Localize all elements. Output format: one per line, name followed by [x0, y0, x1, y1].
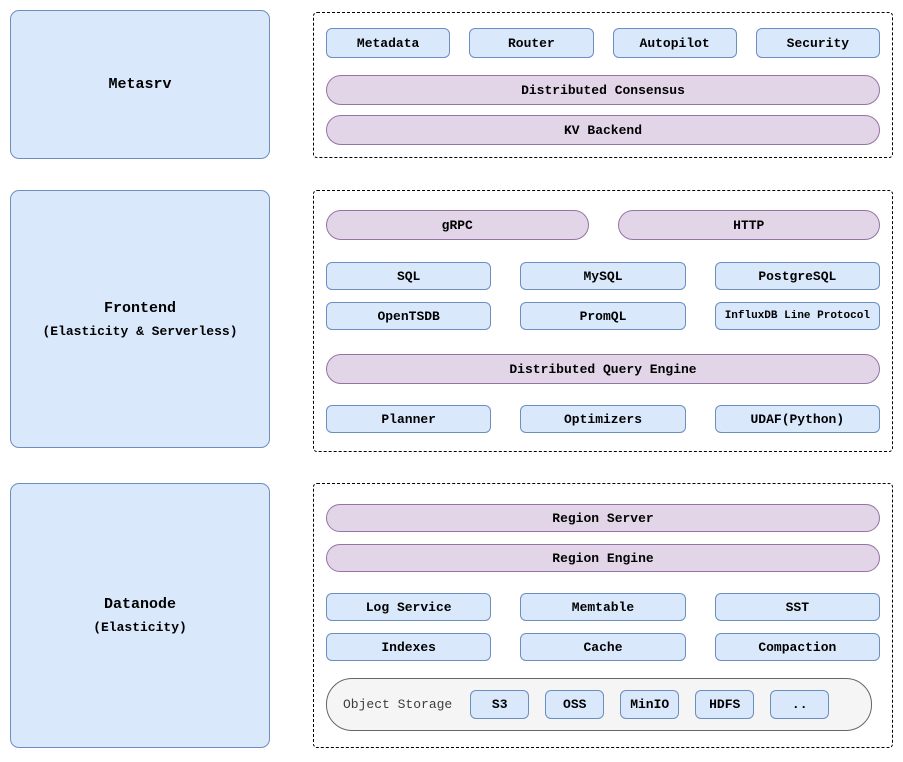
- metasrv-panel: Metadata Router Autopilot Security Distr…: [313, 12, 893, 158]
- chip-sst: SST: [714, 593, 880, 621]
- chip-minio: MinIO: [620, 690, 680, 719]
- chip-memtable: Memtable: [520, 593, 686, 621]
- metasrv-box: Metasrv: [10, 10, 270, 159]
- datanode-label: Datanode: [103, 596, 176, 613]
- chip-planner: Planner: [326, 405, 492, 433]
- chip-s3: S3: [470, 690, 530, 719]
- chip-router: Router: [469, 28, 594, 58]
- datanode-components-row1: Log Service Memtable SST: [326, 593, 880, 621]
- frontend-protocol-pills-row: gRPC HTTP: [326, 210, 880, 240]
- pill-distributed-query-engine: Distributed Query Engine: [326, 354, 880, 384]
- frontend-protocols-row2: OpenTSDB PromQL InfluxDB Line Protocol: [326, 302, 880, 330]
- pill-http: HTTP: [617, 210, 880, 240]
- chip-udaf-python: UDAF(Python): [714, 405, 880, 433]
- chip-metadata: Metadata: [326, 28, 451, 58]
- chip-sql: SQL: [326, 262, 492, 290]
- chip-indexes: Indexes: [326, 633, 492, 661]
- datanode-sublabel: (Elasticity): [93, 620, 187, 635]
- chip-optimizers: Optimizers: [520, 405, 686, 433]
- datanode-panel: Region Server Region Engine Log Service …: [313, 483, 893, 748]
- metasrv-components-row: Metadata Router Autopilot Security: [326, 28, 880, 58]
- chip-oss: OSS: [545, 690, 605, 719]
- frontend-panel: gRPC HTTP SQL MySQL PostgreSQL OpenTSDB …: [313, 190, 893, 452]
- chip-autopilot: Autopilot: [612, 28, 737, 58]
- chip-opentsdb: OpenTSDB: [326, 302, 492, 330]
- frontend-box: Frontend (Elasticity & Serverless): [10, 190, 270, 448]
- chip-promql: PromQL: [520, 302, 686, 330]
- pill-region-server: Region Server: [326, 504, 880, 532]
- pill-grpc: gRPC: [326, 210, 589, 240]
- chip-compaction: Compaction: [714, 633, 880, 661]
- pill-region-engine: Region Engine: [326, 544, 880, 572]
- pill-distributed-consensus: Distributed Consensus: [326, 75, 880, 105]
- chip-log-service: Log Service: [326, 593, 492, 621]
- chip-security: Security: [755, 28, 880, 58]
- chip-more-backends: ..: [770, 690, 830, 719]
- chip-influxdb-line-protocol: InfluxDB Line Protocol: [714, 302, 880, 330]
- metasrv-label: Metasrv: [108, 76, 172, 93]
- chip-cache: Cache: [520, 633, 686, 661]
- object-storage-label: Object Storage: [343, 697, 453, 712]
- frontend-protocols-row1: SQL MySQL PostgreSQL: [326, 262, 880, 290]
- frontend-sublabel: (Elasticity & Serverless): [42, 323, 238, 339]
- object-storage-bar: Object Storage S3 OSS MinIO HDFS ..: [326, 678, 872, 731]
- frontend-engine-components-row: Planner Optimizers UDAF(Python): [326, 405, 880, 433]
- chip-hdfs: HDFS: [695, 690, 755, 719]
- datanode-box: Datanode (Elasticity): [10, 483, 270, 748]
- chip-postgresql: PostgreSQL: [714, 262, 880, 290]
- datanode-components-row2: Indexes Cache Compaction: [326, 633, 880, 661]
- chip-mysql: MySQL: [520, 262, 686, 290]
- pill-kv-backend: KV Backend: [326, 115, 880, 145]
- frontend-label: Frontend: [103, 299, 176, 317]
